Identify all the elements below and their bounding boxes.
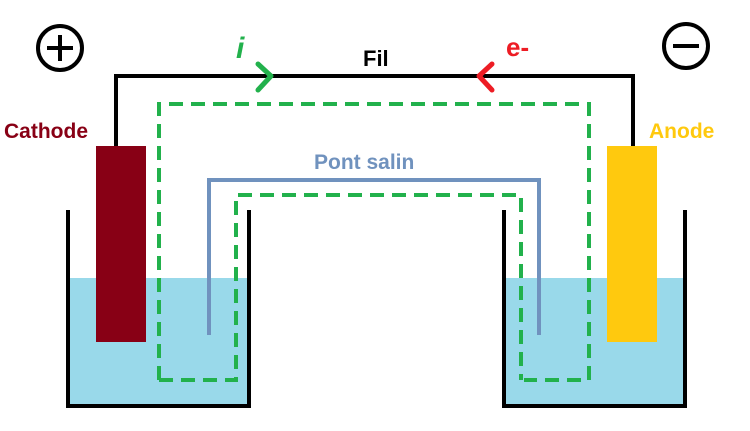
anode-electrode (607, 146, 657, 342)
wire (114, 74, 635, 146)
current-path-inner (159, 193, 523, 382)
current-path-outer (157, 102, 591, 382)
wire-label: Fil (363, 46, 389, 71)
anode-label: Anode (649, 120, 714, 143)
circled-plus-icon (36, 24, 84, 72)
current-arrow-icon (255, 61, 274, 93)
electron-label: e- (506, 32, 529, 62)
circled-minus-icon (662, 22, 710, 70)
anode-beaker (502, 210, 687, 408)
cathode-beaker (66, 210, 251, 408)
salt-bridge-label: Pont salin (314, 151, 414, 174)
salt-bridge (207, 178, 541, 335)
current-label: i (236, 32, 245, 65)
electron-arrow-icon (476, 61, 495, 93)
cathode-electrode (96, 146, 146, 342)
cathode-label: Cathode (4, 120, 88, 143)
